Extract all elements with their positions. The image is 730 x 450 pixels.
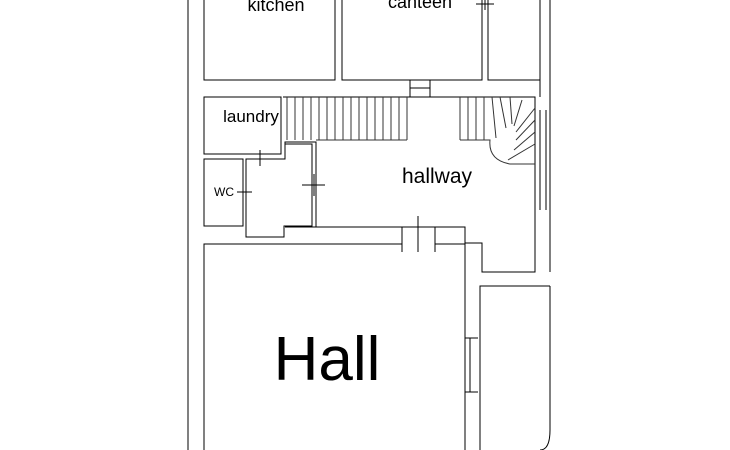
outer-wall-corner-curve	[539, 429, 551, 450]
room-canteen	[341, 0, 483, 81]
stair-straight	[286, 97, 408, 141]
stair-winding	[459, 96, 536, 165]
room-right-lower	[479, 285, 550, 450]
room-kitchen	[203, 0, 336, 81]
label-laundry: laundry	[223, 107, 279, 126]
label-kitchen: kitchen	[247, 0, 304, 15]
room-hall	[203, 243, 466, 450]
label-hallway: hallway	[402, 165, 473, 188]
label-canteen: canteen	[388, 0, 452, 12]
room-store-right	[487, 0, 541, 81]
label-wc: WC	[214, 185, 234, 199]
room-lobby	[245, 143, 313, 238]
label-hall: Hall	[274, 325, 381, 394]
room-laundry	[203, 96, 282, 155]
